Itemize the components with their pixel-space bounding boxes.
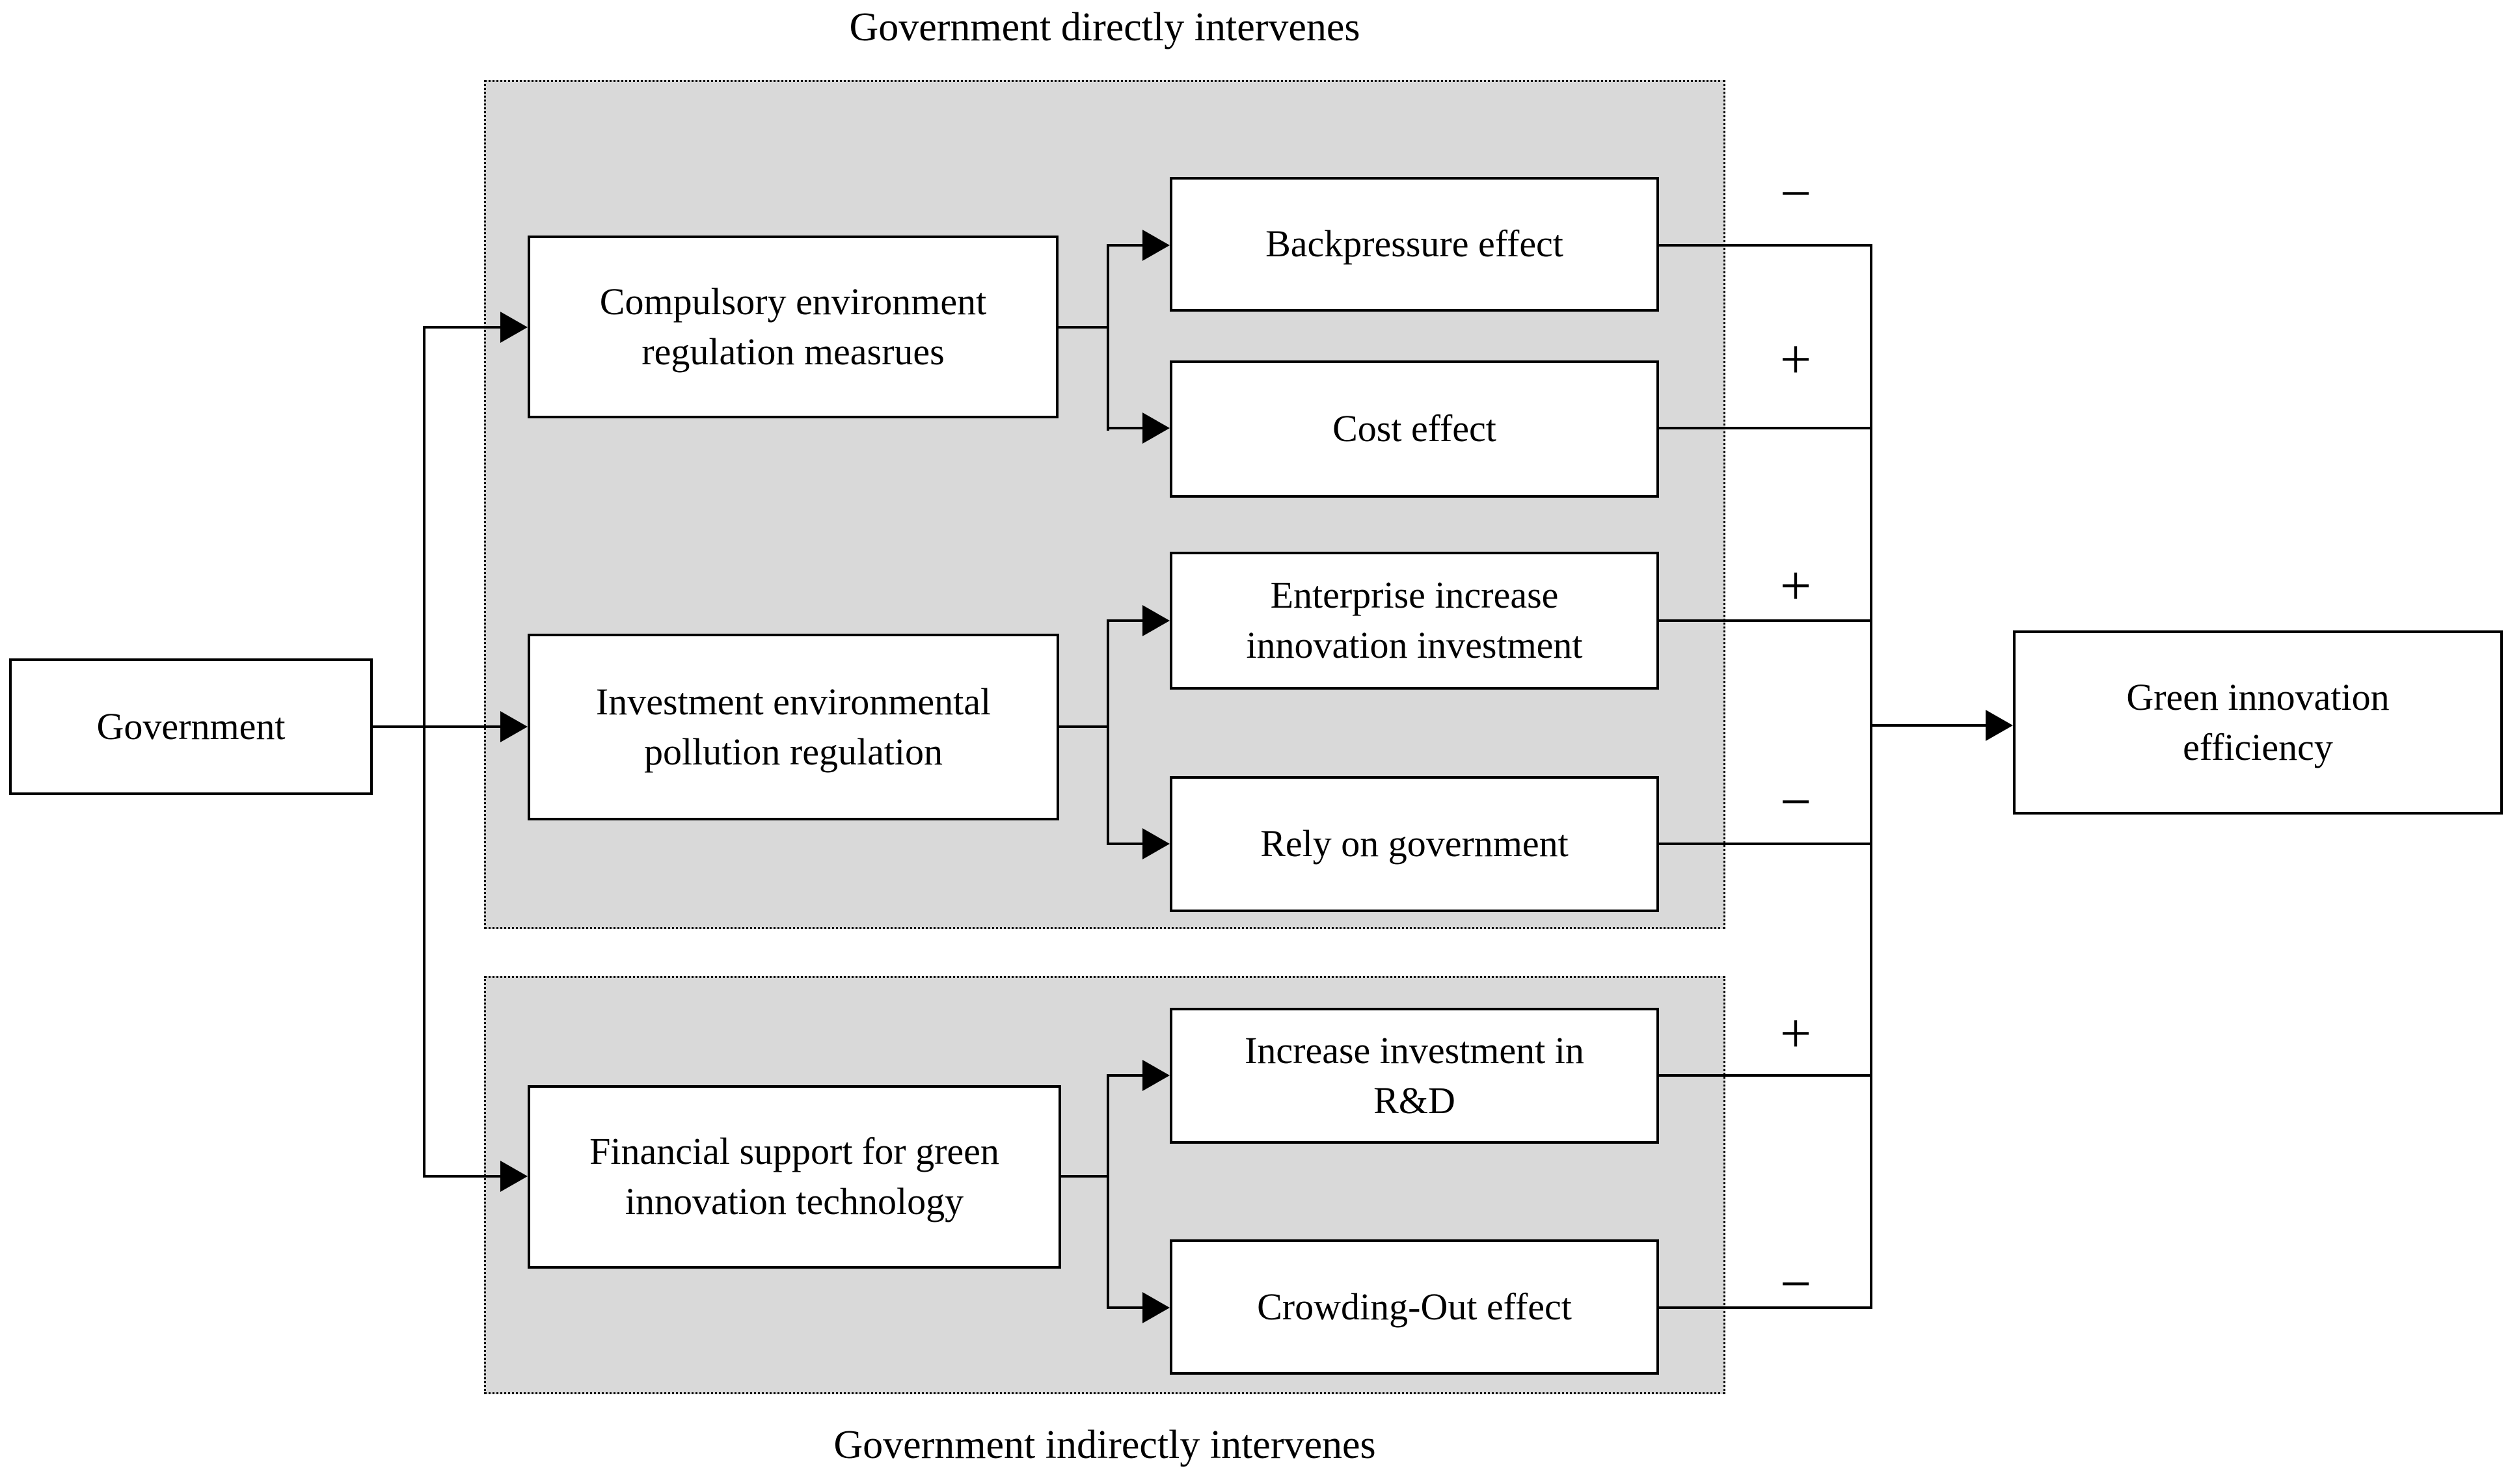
arrow-right-icon (1142, 412, 1170, 444)
arrow-right-icon (1986, 710, 2013, 741)
connector-financial-out (1059, 1175, 1109, 1178)
connector-compulsory-out (1056, 326, 1109, 329)
box-compulsory-regulation: Compulsory environment regulation measru… (528, 236, 1059, 418)
connector-investment-branch (1107, 619, 1109, 845)
arrow-right-icon (1142, 230, 1170, 261)
connector-to-cost (1107, 427, 1146, 429)
box-investment-regulation: Investment environmental pollution regul… (528, 634, 1059, 820)
sign-cost: + (1779, 328, 1812, 390)
connector-to-investment (423, 725, 502, 728)
connector-to-rely (1107, 843, 1146, 845)
sign-rd: + (1779, 1002, 1812, 1064)
arrow-right-icon (500, 1161, 528, 1192)
connector-to-backpressure (1107, 244, 1146, 247)
connector-government-out (371, 725, 425, 728)
arrow-right-icon (1142, 605, 1170, 636)
box-financial-support: Financial support for green innovation t… (528, 1085, 1061, 1269)
connector-government-branch (423, 326, 425, 1178)
connector-to-green (1870, 724, 1987, 727)
connector-enterprise-collector (1656, 619, 1872, 622)
connector-to-compulsory (423, 326, 502, 329)
connector-to-crowding (1107, 1306, 1146, 1309)
box-green-innovation-efficiency: Green innovation efficiency (2013, 630, 2503, 815)
connector-compulsory-branch (1107, 244, 1109, 431)
connector-rd-collector (1656, 1074, 1872, 1077)
arrow-right-icon (500, 711, 528, 742)
connector-rely-collector (1656, 843, 1872, 845)
connector-financial-branch (1107, 1074, 1109, 1309)
box-increase-rd: Increase investment in R&D (1170, 1008, 1659, 1144)
arrow-right-icon (1142, 1060, 1170, 1091)
box-government: Government (9, 658, 373, 795)
box-cost-effect: Cost effect (1170, 360, 1659, 498)
box-crowding-out-effect: Crowding-Out effect (1170, 1239, 1659, 1375)
sign-crowding: − (1779, 1252, 1812, 1315)
connector-to-rd (1107, 1074, 1146, 1077)
arrow-right-icon (1142, 1292, 1170, 1323)
box-rely-on-government: Rely on government (1170, 776, 1659, 912)
arrow-right-icon (500, 312, 528, 343)
connector-to-financial (423, 1175, 502, 1178)
label-indirect-intervention: Government indirectly intervenes (833, 1423, 1376, 1467)
box-backpressure-effect: Backpressure effect (1170, 177, 1659, 312)
arrow-right-icon (1142, 828, 1170, 859)
sign-rely: − (1779, 770, 1812, 833)
connector-crowding-collector (1656, 1306, 1872, 1309)
connector-cost-collector (1656, 427, 1872, 429)
connector-backpressure-collector (1656, 244, 1872, 247)
connector-collector-vertical (1870, 244, 1872, 1309)
box-enterprise-investment: Enterprise increase innovation investmen… (1170, 552, 1659, 690)
sign-backpressure: − (1779, 162, 1812, 224)
connector-to-enterprise (1107, 619, 1146, 622)
connector-investment-out (1057, 725, 1109, 728)
sign-enterprise: + (1779, 554, 1812, 617)
label-direct-intervention: Government directly intervenes (849, 5, 1360, 49)
